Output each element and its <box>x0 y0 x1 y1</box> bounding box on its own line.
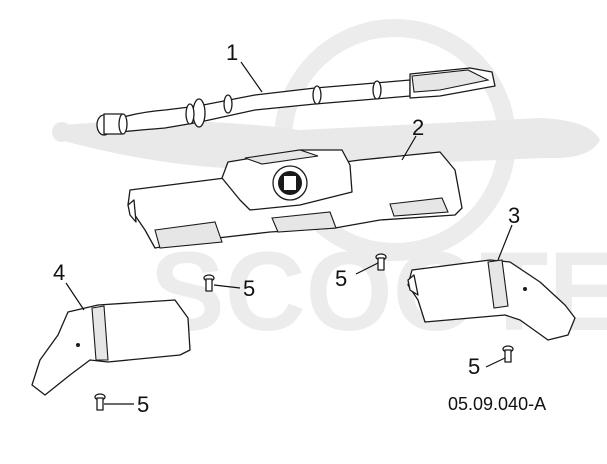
leader-1 <box>240 61 263 93</box>
screw-b-shank <box>377 257 385 271</box>
crown-logo-inner <box>284 176 296 190</box>
leader-2 <box>401 135 417 161</box>
right-shield-body <box>407 259 576 341</box>
left-shield-hole <box>76 343 80 347</box>
callout-5-d: 5 <box>137 392 149 417</box>
rod-ring-b <box>185 103 195 125</box>
screw-a <box>203 274 215 292</box>
leader-lines <box>65 61 513 405</box>
rod-head-recess <box>411 69 490 93</box>
callout-4: 4 <box>53 260 65 285</box>
screw-d-shank <box>96 397 104 411</box>
watermark: SCOOTER <box>52 19 607 354</box>
callout-5-b: 5 <box>335 266 347 291</box>
part-4-left-shield <box>31 299 191 396</box>
callout-5-c: 5 <box>468 354 480 379</box>
rod-ring-a <box>118 113 128 135</box>
callout-3: 3 <box>508 203 520 228</box>
cover-vent-2 <box>271 211 337 233</box>
cover-left-tab <box>127 199 137 223</box>
callout-1: 1 <box>226 40 238 65</box>
drawing-code: 05.09.040-A <box>448 394 546 414</box>
cover-vent-1 <box>154 221 223 249</box>
watermark-dot <box>52 122 72 142</box>
leader-3 <box>497 224 513 261</box>
left-shield-body <box>31 299 191 396</box>
callout-5-a: 5 <box>243 276 255 301</box>
screw-c <box>502 345 514 363</box>
rod-ring-e <box>372 80 382 100</box>
leader-4 <box>65 282 85 311</box>
screw-d <box>94 393 106 411</box>
part-1-handle-rod <box>96 67 496 136</box>
part-2-cover <box>127 149 463 249</box>
callout-2: 2 <box>412 115 424 140</box>
rod-body <box>119 79 411 133</box>
screw-a-shank <box>205 278 213 292</box>
cover-vent-3 <box>389 197 449 217</box>
rod-ring-c <box>223 94 233 114</box>
watermark-swoosh <box>60 118 600 170</box>
right-shield-rib <box>487 259 509 309</box>
rod-ring-d <box>312 85 322 105</box>
cover-panel-lip <box>244 149 319 165</box>
leader-5b <box>355 262 379 275</box>
leader-5c <box>485 357 506 368</box>
right-shield-tab <box>407 274 419 296</box>
screw-b <box>375 253 387 271</box>
right-shield-hole <box>523 287 527 291</box>
rod-flange <box>192 98 206 128</box>
screw-c-shank <box>504 349 512 363</box>
leader-5a <box>213 284 241 289</box>
part-3-right-shield <box>407 259 576 341</box>
left-shield-rib <box>91 305 109 361</box>
